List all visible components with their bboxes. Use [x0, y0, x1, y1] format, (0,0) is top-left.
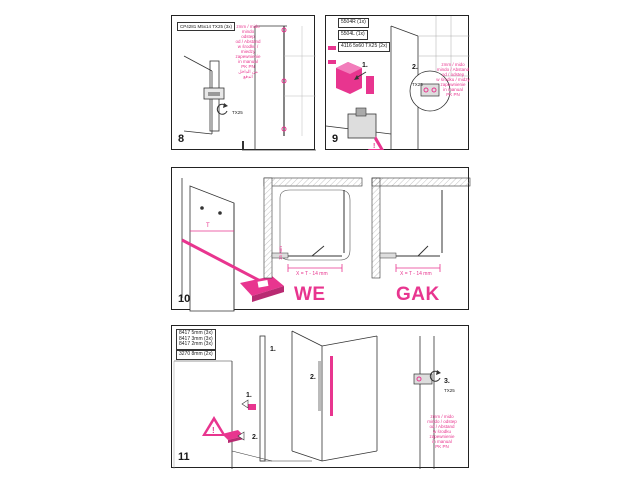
parts-list: 4116 5x60 TX25 (2x) [338, 42, 391, 52]
step-11-drawing: ! [173, 330, 441, 469]
step-number: 11 [178, 451, 190, 463]
note-line: w środku [432, 429, 451, 434]
step-number: 8 [178, 133, 185, 145]
step-label: 1. [246, 392, 252, 399]
note-line: odstep [241, 34, 255, 39]
step-9-drawing: ! [325, 16, 470, 150]
measure-15-label: 15 mm [278, 246, 283, 260]
we-label: WE [294, 284, 326, 305]
part-item: 5504R (1x) [341, 19, 366, 25]
language-note: zmm / mido mindo / Abstand od / odstep w… [436, 62, 470, 97]
step-11-panel: ! 8417 5mm (3x) 8417 3mm (3x) 8417 2mm (… [171, 325, 469, 469]
note-line: zapewnienie [235, 54, 261, 59]
step-10-panel: T 15 mm X = T - 14 mm X = T - 14 mm WE G… [171, 167, 471, 312]
measure-t-label: T [206, 223, 210, 229]
language-note: zmm / mido mindo odstep od / Abstand w ś… [234, 24, 262, 79]
gak-label: GAK [396, 284, 440, 305]
parts-list: 5504L (1x) [338, 30, 368, 40]
formula-we: X = T - 14 mm [296, 271, 328, 277]
parts-list: 3270 8mm (2x) [176, 350, 216, 360]
step-number: 10 [178, 293, 191, 305]
step-number: 9 [332, 133, 339, 145]
step-label: 1. [362, 62, 368, 69]
note-line: zmm / mido [441, 62, 465, 67]
note-line: in manual [238, 59, 258, 64]
note-line: w środku / [237, 44, 259, 49]
note-line: zapewnienie [440, 82, 466, 87]
part-item: 8417 2mm (3x) [179, 341, 213, 347]
note-line: mindo / Abstand [436, 67, 470, 72]
step-label: 2. [252, 434, 258, 441]
note-line: od / Abstand [235, 39, 261, 44]
parts-list: 8417 5mm (3x) 8417 3mm (3x) 8417 2mm (3x… [176, 329, 216, 350]
language-note: zmm / mido mindo / odstep od / Abstand w… [424, 414, 460, 449]
note-line: w środku / midzy [436, 77, 470, 82]
step-label: 2. [412, 64, 418, 71]
formula-gak: X = T - 14 mm [400, 271, 432, 277]
note-line: od / Abstand [429, 424, 455, 429]
step-label: 1. [270, 346, 276, 353]
note-line: miedzy [240, 49, 256, 54]
svg-text:!: ! [373, 143, 375, 150]
part-item: 8417 5mm (3x) [179, 330, 213, 336]
note-line: PK PN [446, 92, 460, 97]
note-line: od / odstep [441, 72, 465, 77]
note-line: in manual [432, 439, 452, 444]
torx-label: TX25 [412, 82, 423, 87]
torx-label: TX25 [232, 110, 243, 115]
svg-text:!: ! [212, 426, 215, 435]
step-10-drawing [181, 177, 471, 312]
note-line: PK PN [435, 444, 449, 449]
note-arabic: من الداخل اندفع [238, 69, 258, 79]
step-label: 3. [444, 378, 450, 385]
step-8-drawing [183, 25, 316, 151]
note-line: zmm / mido [430, 414, 454, 419]
note-line: in manual [443, 87, 463, 92]
step-9-panel: ! 5504R (1x) 5504L (1x) 4116 5x60 TX25 (… [325, 15, 470, 150]
note-line: PK PN [241, 64, 255, 69]
part-item: 3270 8mm (2x) [179, 351, 213, 357]
step-8-panel: CP4281 M5x14 TX25 (3x) TX25 zmm / mido m… [171, 15, 316, 151]
step-label: 2. [310, 374, 316, 381]
note-line: zmm / mido [236, 24, 260, 29]
note-line: mindo / odstep [427, 419, 457, 424]
part-item: 8417 3mm (3x) [179, 335, 213, 342]
part-item: 4116 5x60 TX25 (2x) [341, 43, 388, 49]
note-line: mindo [241, 29, 255, 34]
parts-list: 5504R (1x) [338, 18, 369, 28]
part-label: CP4281 M5x14 TX25 (3x) [177, 22, 235, 31]
torx-label: TX25 [444, 388, 455, 393]
part-item: 5504L (1x) [341, 31, 365, 37]
note-line: zapewnienie [429, 434, 455, 439]
